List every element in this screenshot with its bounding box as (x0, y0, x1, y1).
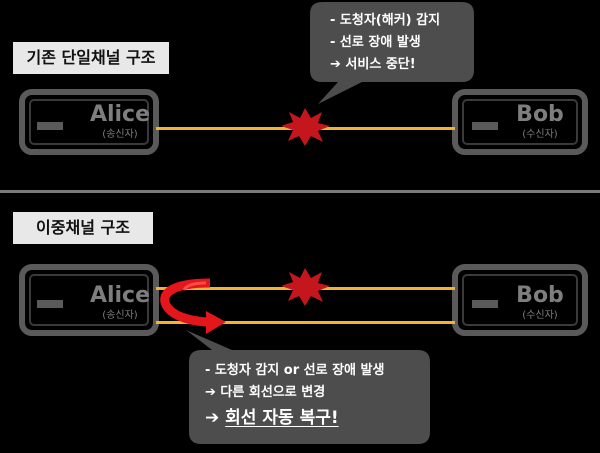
section-divider (0, 190, 600, 193)
bottom-callout-line-1: - 도청자 감지 or 선로 장애 발생 (205, 363, 385, 378)
sender-name-bottom: Alice (89, 283, 151, 308)
device-slot-icon (37, 122, 63, 130)
receiver-name-top: Bob (516, 102, 564, 127)
device-slot-icon (37, 300, 63, 308)
sender-role-bottom: (송신자) (102, 310, 138, 321)
top-callout-line-3: ➔ 서비스 중단! (330, 57, 416, 72)
bottom-callout-bubble (186, 330, 430, 444)
receiver-role-top: (수신자) (522, 129, 558, 140)
top-callout-line-2: - 선로 장애 발생 (330, 35, 421, 50)
channel-line-backup (156, 321, 455, 324)
device-slot-icon (472, 300, 498, 308)
top-callout-bubble (310, 2, 474, 104)
sender-role-top: (송신자) (102, 129, 138, 140)
top-callout-line-1: - 도청자(해커) 감지 (330, 13, 441, 28)
receiver-name-bottom: Bob (516, 283, 564, 308)
break-burst-icon (281, 268, 330, 306)
arrow-right-icon: ➔ (205, 408, 220, 428)
section-label-dual: 이중채널 구조 (13, 212, 153, 244)
channel-switch-arrow-icon (160, 278, 226, 334)
device-slot-icon (472, 122, 498, 130)
receiver-node-bottom (452, 264, 588, 336)
sender-node-bottom (19, 264, 159, 336)
auto-recovery-text: 회선 자동 복구! (225, 408, 339, 428)
receiver-node-top (452, 89, 588, 155)
sender-node-top (19, 89, 159, 155)
bottom-callout-line-2: ➔ 다른 회선으로 변경 (205, 385, 326, 400)
sender-name-top: Alice (89, 102, 151, 127)
break-burst-icon (281, 108, 330, 146)
section-label-single: 기존 단일채널 구조 (13, 42, 169, 74)
receiver-role-bottom: (수신자) (522, 310, 558, 321)
bottom-callout-line-3: ➔ 회선 자동 복구! (205, 407, 339, 429)
